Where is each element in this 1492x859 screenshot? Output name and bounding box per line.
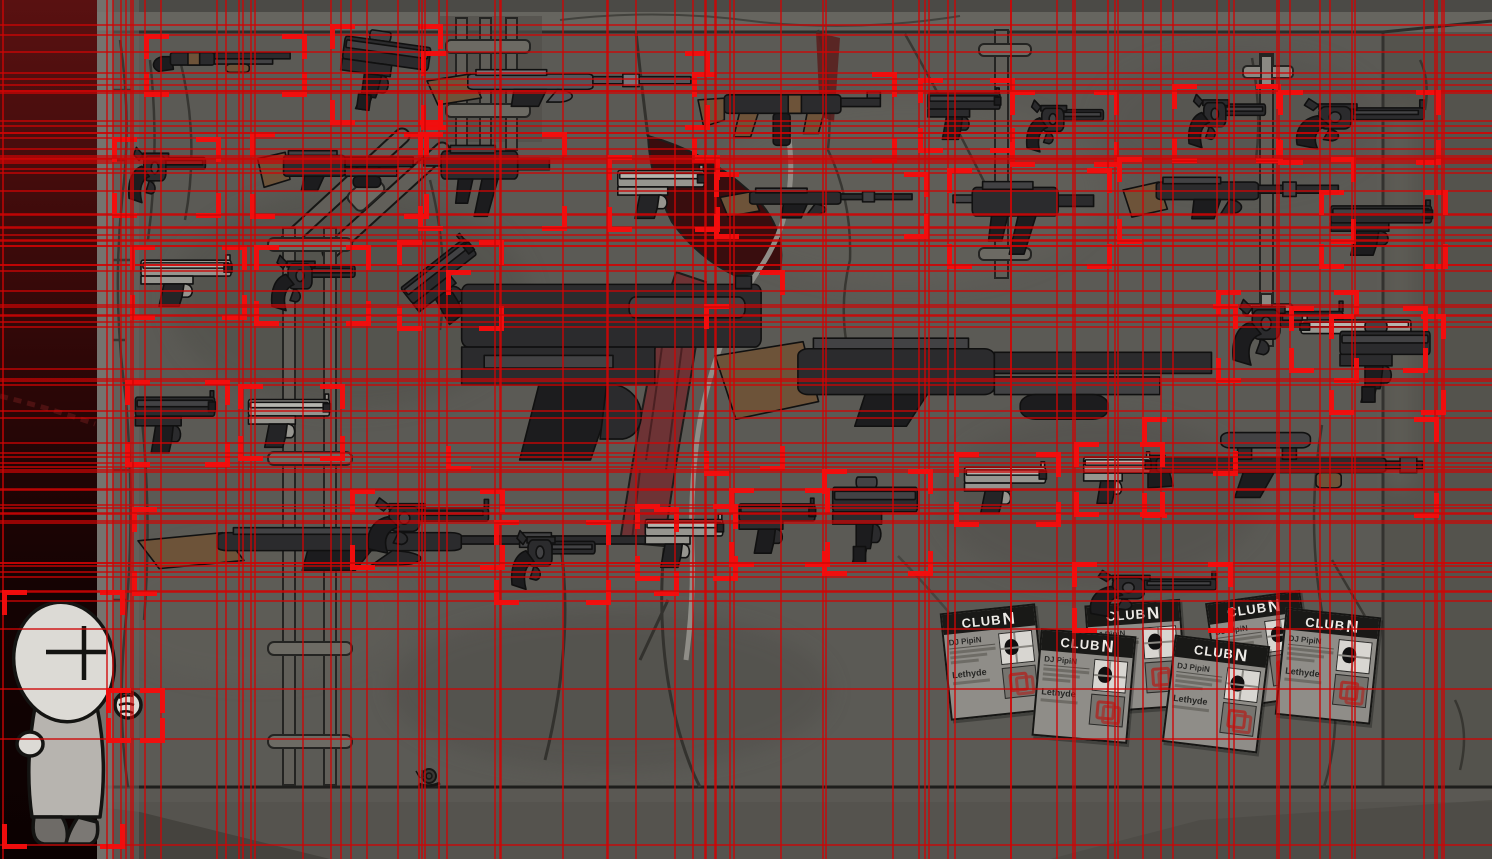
poster-brand-suffix: N [1001,607,1017,629]
weapon-desert-eagle-silver[interactable] [613,161,709,221]
poster-headshot [998,629,1036,666]
chain [0,393,96,427]
weapon-red-laser-pistol[interactable] [641,510,727,570]
weapon-scoped-sniper[interactable] [1148,423,1428,507]
character-foot-right [64,815,100,846]
poster-brand-suffix: N [1345,616,1361,637]
poster-brand-prefix: CLUB [960,611,1003,631]
weapon-pump-shotgun[interactable] [256,138,418,208]
poster-logo [1331,673,1370,709]
weapon-pocket-pistol[interactable] [1080,448,1154,506]
weapon-usp-pistol[interactable] [735,494,819,556]
weapon-sawnoff-shotgun[interactable] [150,40,296,86]
poster-brand-suffix: N [1233,644,1250,666]
weapon-glock-pistol-2[interactable] [131,386,219,456]
weapon-twin-pistol[interactable] [1325,196,1437,258]
poster-logo [1001,664,1039,699]
poster-logo [1219,701,1257,737]
weapon-compact-pistol[interactable] [244,390,334,450]
weapon-flare-revolver[interactable] [1284,96,1430,154]
weapon-scout-carbine[interactable] [718,178,918,228]
poster-brand-suffix: N [1266,595,1283,616]
character-hand-right [113,690,143,720]
weapon-snub-revolver-3[interactable] [260,251,360,315]
weapon-glock-pistol[interactable] [924,84,1004,142]
weapon-thompson-smg[interactable] [696,78,886,152]
weapon-heavy-revolver[interactable] [500,526,600,594]
poster-headshot [1335,638,1373,675]
poster-brand-prefix: CLUB [1059,634,1102,653]
weapon-machine-pistol[interactable] [331,24,438,121]
ceiling-band [0,12,1492,32]
weapon-silver-compact-2[interactable] [960,458,1050,516]
poster-brand-prefix: CLUB [1304,613,1347,634]
weapon-mares-leg-revolver[interactable] [356,495,494,559]
weapon-snub-revolver[interactable] [1178,90,1270,152]
poster-act-name: Lethyde [951,666,988,681]
character-head [11,600,117,724]
weapon-tactical-smg[interactable] [422,138,556,220]
weapon-target-pistol[interactable] [1078,568,1222,622]
poster-headshot [1223,667,1262,704]
weapon-silver-slide-pistol[interactable] [136,251,236,309]
weapon-banded-carbine[interactable] [1121,163,1345,233]
character-foot-left [31,815,70,846]
face-cross-mark [46,626,106,680]
weapon-tmp-smg[interactable] [951,174,1101,258]
weapon-long-slide-pistol[interactable] [828,475,922,565]
ceiling-shadow [0,0,1492,12]
player-character [11,600,143,846]
poster-brand-suffix: N [1100,635,1116,656]
character-hand-left [15,730,45,758]
weapon-scoped-battle-rifle[interactable] [427,57,699,119]
weapon-service-revolver[interactable] [1016,96,1108,156]
poster-logo [1088,693,1126,728]
weapon-ext-mag-pistol[interactable] [1335,320,1435,404]
poster-brand-prefix: CLUB [1193,641,1235,662]
poster-headshot [1091,658,1129,694]
weapon-snub-revolver-2[interactable] [118,143,210,207]
